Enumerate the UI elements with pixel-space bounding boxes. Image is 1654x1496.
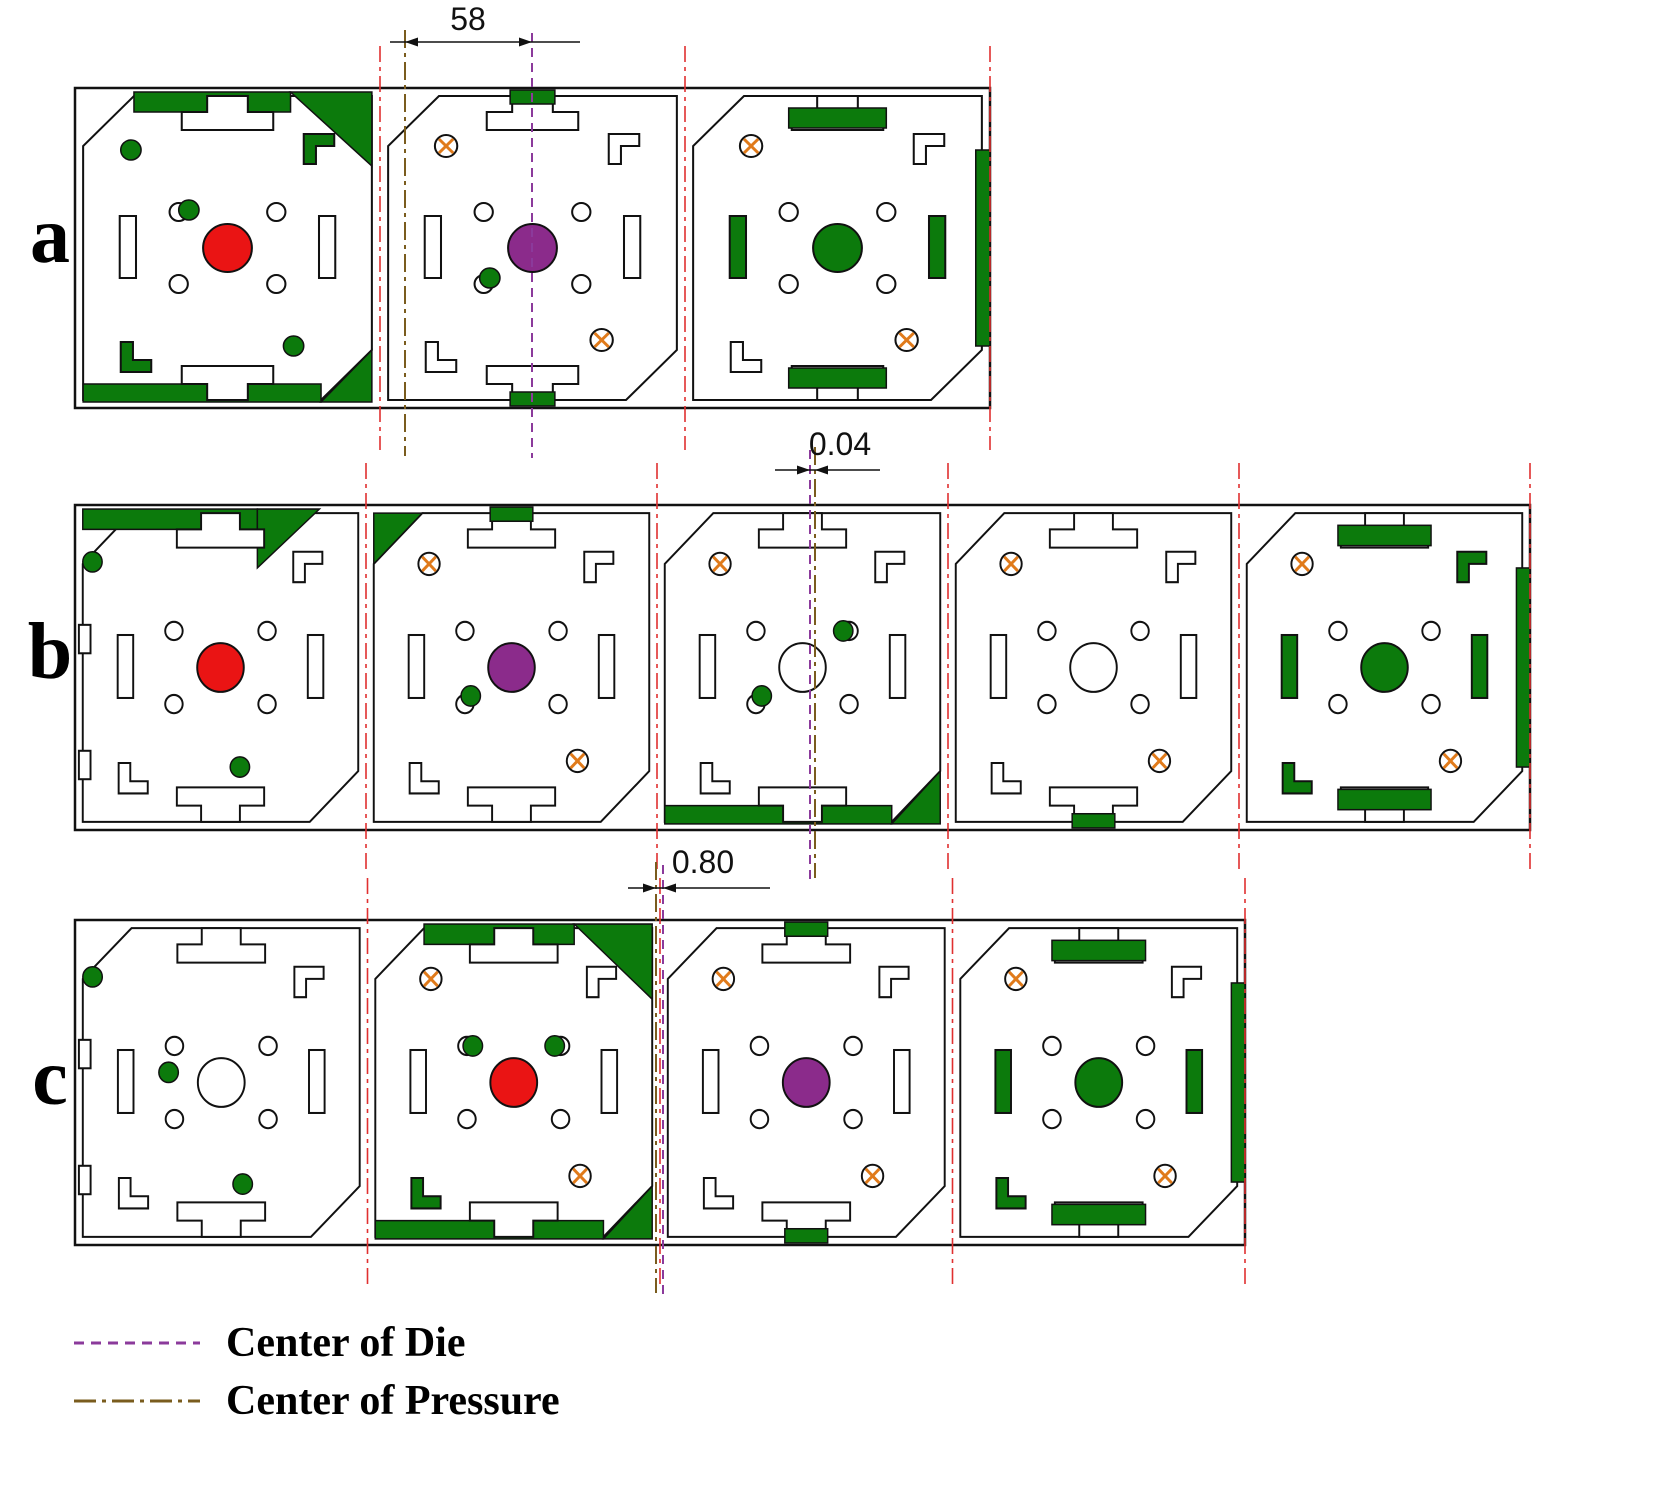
center-hole [1360,642,1409,693]
center-hole [781,1057,831,1108]
corner-l-top-right [607,133,641,165]
corner-l-top-right [874,550,906,584]
center-of-pressure-line-sample [74,1399,200,1403]
corner-l-bottom-left [702,1176,735,1210]
corner-l-bottom-left [995,1176,1027,1210]
corner-l-bottom-left [990,761,1022,795]
legend-item-center-of-die: Center of Die [72,1316,560,1370]
t-notch-bottom [175,786,266,823]
dimension-label: 0.80 [672,844,734,880]
center-hole [1069,642,1118,693]
corner-l-bottom-left [729,341,763,373]
die-station [374,923,654,1240]
corner-l-bottom-left [117,1176,150,1210]
corner-l-bottom-left [117,761,149,795]
corner-l-top-right [583,550,615,584]
t-notch-bottom [757,786,848,823]
legend: Center of Die Center of Pressure [72,1316,560,1428]
center-hole [489,1057,539,1108]
dimension-label: 58 [450,1,486,37]
die-station [959,927,1246,1238]
corner-l-top-right [912,133,946,165]
center-hole [778,642,827,693]
t-notch-top [176,927,267,964]
center-hole [1074,1057,1124,1108]
die-station [666,921,946,1244]
dimension-label: 0.04 [809,426,871,462]
corner-l-top-right [293,965,325,999]
die-station [77,508,360,823]
corner-l-top-right [1170,965,1203,999]
center-of-die-line-sample [74,1341,200,1345]
row-label-a: a [30,192,70,280]
center-hole [487,642,536,693]
center-hole [196,642,245,693]
row-label-b: b [27,608,73,696]
row-label-c: c [32,1034,68,1122]
corner-l-top-right [1456,550,1488,584]
die-station [663,512,942,825]
center-hole [812,223,863,273]
corner-l-top-right [585,965,618,999]
t-notch-top [757,512,848,549]
corner-l-bottom-left [424,341,458,373]
t-notch-top [1048,512,1139,549]
die-station [77,927,361,1238]
die-station [372,506,651,823]
center-hole [202,223,253,273]
corner-l-bottom-left [119,341,153,373]
t-notch-bottom [468,1201,559,1238]
die-station [82,91,373,403]
t-notch-top [468,927,559,964]
t-notch-top [175,512,266,549]
legend-label-center-of-pressure: Center of Pressure [226,1378,560,1424]
corner-l-top-right [1165,550,1197,584]
corner-l-bottom-left [408,761,440,795]
die-station [954,512,1233,829]
die-station [1245,512,1531,823]
corner-l-bottom-left [1281,761,1313,795]
corner-l-top-right [292,550,324,584]
t-notch-bottom [180,365,275,401]
corner-l-top-right [302,133,336,165]
legend-label-center-of-die: Center of Die [226,1320,466,1366]
center-hole [196,1057,246,1108]
corner-l-bottom-left [699,761,731,795]
corner-l-top-right [878,965,910,999]
die-station [692,95,991,401]
legend-item-center-of-pressure: Center of Pressure [72,1374,560,1428]
t-notch-bottom [466,786,557,823]
t-notch-top [180,95,275,131]
corner-l-bottom-left [410,1176,442,1210]
t-notch-bottom [176,1201,267,1238]
